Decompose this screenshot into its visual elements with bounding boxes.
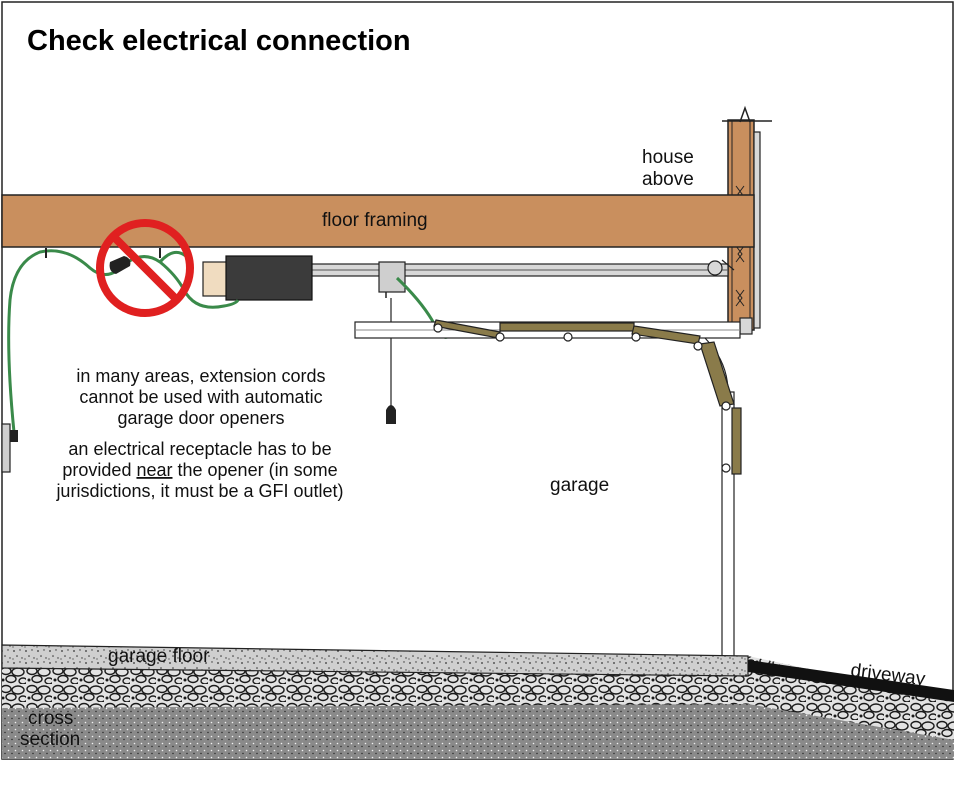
extension-note-line2: cannot be used with automatic [79, 387, 322, 407]
release-handle [386, 405, 396, 424]
wall-outlet-icon [1, 423, 18, 473]
house-wall [722, 105, 772, 335]
house-above-label-line2: above [642, 169, 694, 190]
diagram-frame [1, 1, 954, 760]
house-above-label-line1: house [642, 147, 694, 168]
rail-pulley [707, 260, 723, 276]
opener-light-cover [202, 261, 228, 297]
receptacle-note: an electrical receptacle has to be provi… [55, 439, 343, 501]
floor-framing-joist [1, 194, 755, 248]
garage-door-panels [433, 319, 742, 475]
extension-cord-plug [109, 256, 131, 274]
garage-floor-label: garage floor [108, 646, 210, 667]
no-sign-icon [96, 219, 194, 317]
receptacle-note-line3: jurisdictions, it must be a GFI outlet) [55, 481, 343, 501]
cross-section-label-line1: cross [28, 708, 73, 729]
extension-note-line3: garage door openers [117, 408, 284, 428]
opener-trolley [378, 261, 406, 293]
receptacle-note-line2: provided near the opener (in some [62, 460, 337, 480]
garage-label: garage [550, 475, 609, 496]
extension-note-line1: in many areas, extension cords [76, 366, 325, 386]
floor-framing-label: floor framing [322, 210, 428, 231]
driveway-surface [748, 660, 954, 702]
opener-motor [225, 255, 313, 301]
receptacle-note-line1: an electrical receptacle has to be [68, 439, 331, 459]
door-rollers [433, 323, 731, 473]
garage-floor-slab [1, 644, 749, 677]
cross-section-label-line2: section [20, 729, 80, 750]
extension-cord-note: in many areas, extension cords cannot be… [76, 366, 325, 428]
gravel-base [2, 656, 954, 740]
diagram-title: Check electrical connection [27, 25, 411, 57]
